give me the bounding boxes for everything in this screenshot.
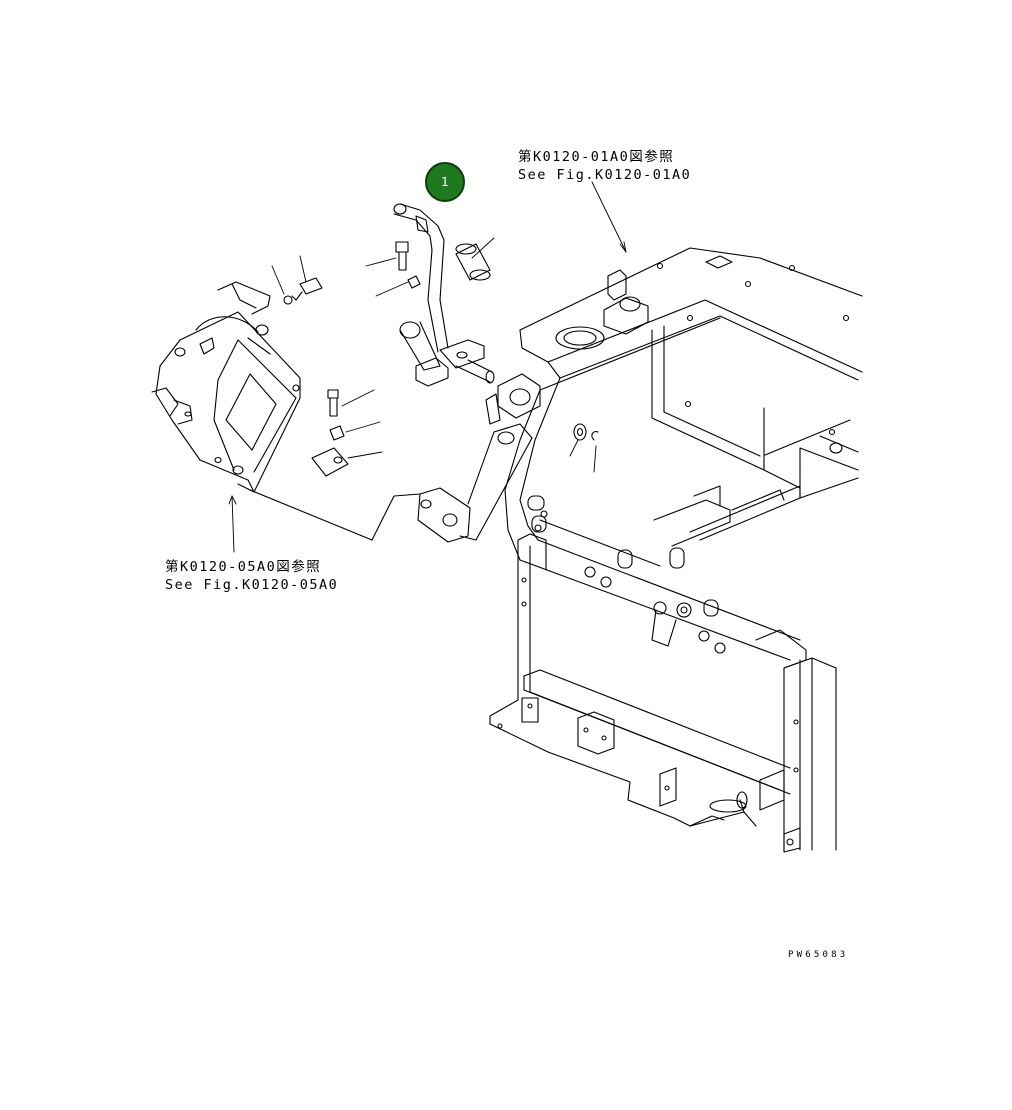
reference-note-left: 第K0120-05A0図参照 See Fig.K0120-05A0	[165, 558, 338, 594]
reference-left-en: See Fig.K0120-05A0	[165, 577, 339, 593]
part-callout-1[interactable]: 1	[425, 162, 465, 202]
fasteners	[283, 241, 599, 477]
leader-lines	[228, 181, 627, 553]
left-bracket	[151, 281, 301, 493]
lever-assembly	[249, 203, 541, 543]
reference-left-jp: 第K0120-05A0図参照	[165, 559, 322, 575]
drawing-number: PW65083	[788, 950, 849, 960]
reference-top-en: See Fig.K0120-01A0	[518, 167, 692, 183]
reference-top-jp: 第K0120-01A0図参照	[518, 149, 675, 165]
reference-note-top: 第K0120-01A0図参照 See Fig.K0120-01A0	[518, 148, 691, 184]
lower-frame	[489, 533, 837, 853]
upper-frame	[504, 247, 863, 669]
